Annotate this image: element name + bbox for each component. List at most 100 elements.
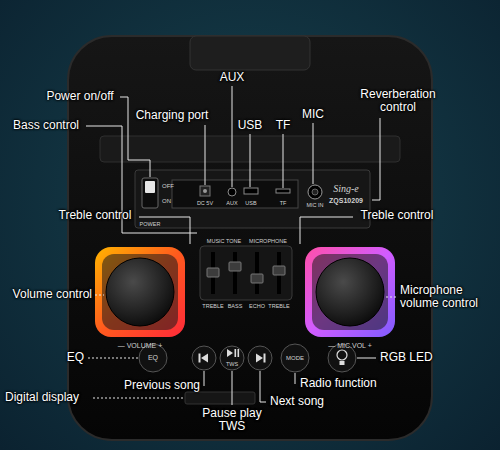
button-marking: EQ: [148, 354, 158, 362]
leader-line: [139, 217, 190, 244]
panel-marking: MUSIC TONE: [207, 238, 241, 244]
slider-knob: [229, 262, 241, 271]
slider-knob: [273, 266, 285, 275]
prev-icon: [201, 354, 208, 363]
leader-line: [93, 398, 183, 399]
leader-line: [232, 371, 233, 405]
port-strip: [135, 170, 370, 228]
slider-knob: [251, 274, 263, 283]
next-icon: [256, 354, 263, 363]
switch-marking: ON: [162, 198, 171, 205]
port-marking: USB: [245, 200, 256, 206]
knob-marking: — MIC.VOL +: [328, 342, 372, 350]
dc-pin: [203, 189, 207, 193]
callout-label: TF: [276, 119, 291, 132]
leader-line: [260, 371, 266, 402]
volume-knob: [106, 258, 174, 326]
port-marking: AUX: [226, 200, 237, 206]
mode-button: [281, 344, 309, 372]
play-icon: [227, 349, 233, 357]
frame-inner: [312, 254, 388, 330]
slider-panel: [200, 246, 292, 300]
switch-rocker: [145, 181, 155, 193]
dc-jack: [200, 186, 210, 196]
switch-marking: OFF: [162, 183, 174, 190]
port-marking: DC 5V: [197, 200, 213, 206]
prev-button: [192, 346, 216, 370]
callout-label: AUX: [220, 71, 245, 84]
next-icon: [264, 354, 266, 363]
callout-label: Radio function: [300, 377, 377, 390]
callout-label: Treble control: [59, 209, 132, 222]
pause-icon: [235, 349, 237, 357]
callout-label: Reverberation control: [350, 88, 446, 114]
port-marking: MIC IN: [306, 202, 323, 208]
play-button: [220, 346, 244, 370]
port-panel: [172, 180, 298, 208]
knob-marking: — VOLUME +: [118, 342, 163, 350]
leader-line: [250, 134, 251, 187]
mic-jack: [308, 185, 322, 199]
aux-jack: [228, 188, 236, 196]
panel-marking: MICROPHONE: [249, 238, 287, 244]
port-marking: TF: [280, 200, 287, 206]
button-marking: TWS: [226, 361, 238, 367]
leader-line: [300, 217, 353, 244]
slider-track: [233, 252, 237, 294]
slider-knob: [207, 268, 219, 277]
leader-line: [357, 358, 376, 359]
next-button: [248, 346, 272, 370]
callout-label: Treble control: [361, 209, 434, 222]
pause-icon: [238, 349, 240, 357]
brand-logo: Sing-e: [333, 183, 359, 194]
leader-line: [313, 123, 314, 184]
leader-line: [295, 373, 296, 384]
handle: [190, 36, 310, 70]
button-marking: MODE: [286, 355, 304, 362]
leader-line: [205, 125, 206, 185]
leader-line: [283, 134, 284, 188]
digital-display: [185, 392, 255, 404]
bulb-icon: [340, 361, 345, 365]
leader-line: [88, 358, 138, 359]
callout-label: MIC: [302, 108, 324, 121]
callout-label: EQ: [67, 351, 84, 364]
leader-line: [232, 86, 233, 187]
leader-line: [204, 371, 205, 386]
panel-marking: POWER: [140, 221, 161, 227]
slider-track: [255, 252, 259, 294]
tf-slot: [276, 189, 290, 193]
slider-marking: TREBLE: [268, 303, 289, 309]
leader-line: [386, 297, 397, 298]
callout-label: Charging port: [136, 109, 209, 122]
callout-label: USB: [238, 119, 263, 132]
power-switch: [142, 178, 158, 208]
mic-volume-knob: [316, 258, 384, 326]
leader-lines: [86, 86, 397, 405]
frame-inner: [102, 254, 178, 330]
callout-label: RGB LED: [380, 351, 433, 364]
slider-marking: TREBLE: [202, 303, 223, 309]
callout-label: Previous song: [124, 379, 200, 392]
leader-line: [372, 118, 380, 200]
usb-port: [244, 188, 258, 194]
slider-marking: ECHO: [249, 303, 265, 309]
model-number: ZQS10209: [329, 197, 363, 205]
callout-label: Next song: [270, 395, 324, 408]
callout-label: Power on/off: [46, 90, 113, 103]
callout-label: Bass control: [13, 119, 79, 132]
mic-jack-hole: [312, 189, 318, 195]
callout-label: Digital display: [5, 391, 79, 404]
callout-label: Volume control: [13, 288, 92, 301]
rgb-frame: [95, 247, 185, 337]
slider-marking: BASS: [228, 303, 243, 309]
leader-line: [95, 295, 104, 296]
callout-label: Pause play TWS: [196, 407, 268, 433]
prev-icon: [199, 354, 201, 363]
bulb-icon: [337, 350, 347, 360]
callout-label: Microphone volume control: [400, 284, 496, 310]
rgb-frame: [305, 247, 395, 337]
